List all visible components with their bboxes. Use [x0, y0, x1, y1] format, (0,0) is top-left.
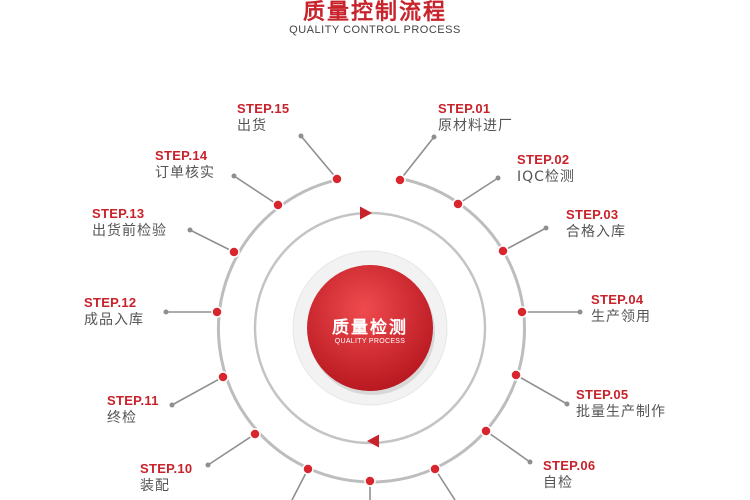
arrow-right-icon	[360, 206, 372, 220]
step-02: STEP.02 IQC检测	[517, 153, 575, 184]
step-label: 原材料进厂	[438, 118, 513, 134]
connector-step-06	[485, 430, 533, 465]
step-label: 装配	[140, 478, 170, 494]
step-11: STEP.11 终检	[107, 394, 159, 425]
connector-step-04	[522, 309, 583, 315]
page-title: 质量控制流程	[302, 0, 447, 25]
step-number: STEP.04	[591, 292, 644, 307]
connector-step-02	[457, 175, 501, 205]
step-number: STEP.12	[84, 295, 137, 310]
step-13: STEP.13 出货前检验	[92, 207, 167, 238]
step-label: 批量生产制作	[576, 404, 666, 420]
step-03: STEP.03 合格入库	[566, 208, 626, 239]
step-10: STEP.10 装配	[140, 462, 192, 493]
step-number: STEP.14	[155, 148, 208, 163]
step-04: STEP.04 生产领用	[591, 293, 651, 324]
step-14: STEP.14 订单核实	[155, 149, 215, 180]
ring-dot-step-14	[272, 199, 284, 211]
connector-step-05	[515, 374, 570, 407]
step-number: STEP.03	[566, 207, 619, 222]
ring-dot-step-11	[217, 371, 229, 383]
ring-dot-step-08	[364, 475, 376, 487]
step-label: 出货前检验	[92, 223, 167, 239]
step-label: 出货	[237, 118, 267, 134]
page-subtitle: QUALITY CONTROL PROCESS	[289, 24, 461, 36]
step-label: 终检	[107, 410, 137, 426]
step-number: STEP.13	[92, 206, 145, 221]
step-label: 自检	[543, 475, 573, 491]
ring-dot-step-09	[302, 463, 314, 475]
ring-dot-step-13	[228, 246, 240, 258]
ring-dot-step-07	[429, 463, 441, 475]
ring-dot-step-01	[394, 174, 406, 186]
step-label: 订单核实	[155, 165, 215, 181]
step-number: STEP.10	[140, 461, 193, 476]
ring-dot-step-04	[516, 306, 528, 318]
step-number: STEP.15	[237, 101, 290, 116]
step-number: STEP.02	[517, 152, 570, 167]
ring-dot-step-05	[510, 369, 522, 381]
ring-dot-step-03	[497, 245, 509, 257]
connector-step-15	[298, 133, 338, 180]
step-number: STEP.11	[107, 393, 159, 408]
connector-step-03	[502, 225, 549, 252]
ring-dot-step-06	[480, 425, 492, 437]
ring-dot-step-02	[452, 198, 464, 210]
step-number: STEP.05	[576, 387, 629, 402]
step-number: STEP.06	[543, 458, 596, 473]
connector-step-01	[399, 134, 437, 181]
ring-dot-step-12	[211, 306, 223, 318]
connector-step-10	[205, 433, 256, 468]
step-15: STEP.15 出货	[237, 102, 289, 133]
connector-step-14	[231, 173, 279, 206]
step-01: STEP.01 原材料进厂	[438, 102, 513, 133]
connector-step-13	[187, 227, 235, 253]
ring-dots	[211, 173, 528, 487]
center-title: 质量检测	[332, 318, 408, 338]
ring-dot-step-15	[331, 173, 343, 185]
arrow-left-icon	[367, 434, 379, 448]
connector-step-12	[163, 309, 217, 315]
connector-step-11	[169, 376, 224, 408]
step-number: STEP.01	[438, 101, 491, 116]
step-label: 成品入库	[84, 312, 144, 328]
connectors	[163, 133, 583, 500]
center-circle	[307, 265, 433, 391]
step-05: STEP.05 批量生产制作	[576, 388, 666, 419]
step-label: IQC检测	[517, 169, 575, 185]
center-subtitle: QUALITY PROCESS	[334, 338, 406, 345]
step-label: 生产领用	[591, 309, 651, 325]
step-12: STEP.12 成品入库	[84, 296, 144, 327]
step-06: STEP.06 自检	[543, 459, 595, 490]
step-label: 合格入库	[566, 224, 626, 240]
ring-dot-step-10	[249, 428, 261, 440]
